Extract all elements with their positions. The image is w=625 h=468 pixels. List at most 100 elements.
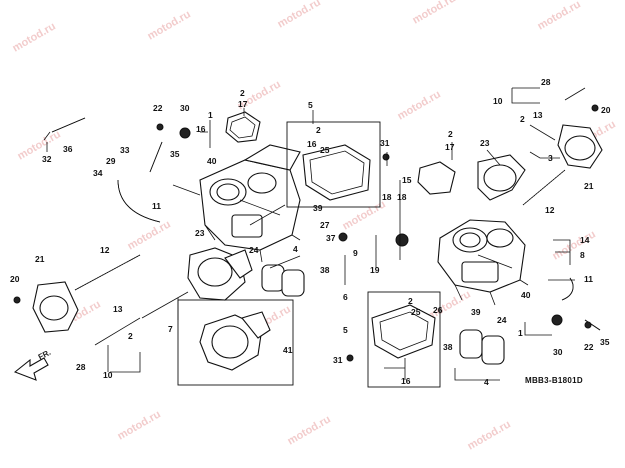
part-number-label: 38 xyxy=(320,265,330,275)
part-number-label: 3 xyxy=(548,153,553,163)
part-number-label: 2 xyxy=(520,114,525,124)
watermark-text: motod.ru xyxy=(411,0,458,27)
part-number-label: 4 xyxy=(484,377,489,387)
part-number-label: 21 xyxy=(584,181,594,191)
part-number-label: 2 xyxy=(448,129,453,139)
part-number-label: 10 xyxy=(493,96,503,106)
part-number-label: 31 xyxy=(333,355,343,365)
watermark-text: motod.ru xyxy=(551,228,598,262)
part-number-label: 22 xyxy=(153,103,163,113)
part-number-label: 39 xyxy=(313,203,323,213)
part-number-label: 41 xyxy=(283,345,293,355)
part-number-label: 22 xyxy=(584,342,594,352)
part-number-label: 6 xyxy=(343,292,348,302)
watermark-text: motod.ru xyxy=(11,20,58,54)
part-number-label: 31 xyxy=(380,138,390,148)
watermark-text: motod.ru xyxy=(396,88,443,122)
part-number-label: 16 xyxy=(401,376,411,386)
part-number-label: 5 xyxy=(308,100,313,110)
part-number-label: 20 xyxy=(601,105,611,115)
part-number-label: 27 xyxy=(320,220,330,230)
part-number-label: 33 xyxy=(120,145,130,155)
part-number-label: 32 xyxy=(42,154,52,164)
part-number-label: 11 xyxy=(584,274,593,284)
part-number-label: 18 xyxy=(382,192,392,202)
part-number-label: 40 xyxy=(521,290,531,300)
part-number-label: 8 xyxy=(580,250,585,260)
diaphragm-41-box xyxy=(177,299,294,386)
part-number-label: 40 xyxy=(207,156,217,166)
watermark-text: motod.ru xyxy=(341,198,388,232)
part-number-label: 14 xyxy=(580,235,590,245)
left-cover-21 xyxy=(32,281,79,333)
part-number-label: 20 xyxy=(10,274,20,284)
part-number-label: 39 xyxy=(471,307,481,317)
float-chamber-5-box xyxy=(367,291,441,388)
part-number-label: 12 xyxy=(545,205,555,215)
part-number-label: 30 xyxy=(180,103,190,113)
part-number-label: 13 xyxy=(113,304,123,314)
diagram-code: MBB3-B1801D xyxy=(525,376,583,385)
front-direction-label: FR. xyxy=(37,348,53,362)
part-number-label: 28 xyxy=(76,362,86,372)
part-number-label: 17 xyxy=(238,99,248,109)
left-carburetor-body xyxy=(199,144,301,263)
rods-screws xyxy=(13,87,599,362)
watermark-text: motod.ru xyxy=(16,128,63,162)
watermark-text: motod.ru xyxy=(126,218,173,252)
part-number-label: 24 xyxy=(249,245,259,255)
part-number-label: 9 xyxy=(353,248,358,258)
part-number-label: 35 xyxy=(600,337,610,347)
part-number-label: 15 xyxy=(402,175,412,185)
part-number-label: 16 xyxy=(196,124,206,134)
right-carburetor-body xyxy=(437,219,529,306)
leader-lines xyxy=(43,87,575,381)
part-number-label: 18 xyxy=(397,192,407,202)
float-4-left xyxy=(261,255,305,297)
part-number-label: 4 xyxy=(293,244,298,254)
watermark-text: motod.ru xyxy=(466,418,513,452)
watermark-text: motod.ru xyxy=(276,0,323,31)
part-number-label: 34 xyxy=(93,168,103,178)
part-number-label: 2 xyxy=(408,296,413,306)
part-number-label: 16 xyxy=(307,139,317,149)
part-number-label: 25 xyxy=(411,307,421,317)
part-number-label: 36 xyxy=(63,144,73,154)
part-number-label: 10 xyxy=(103,370,113,380)
part-number-label: 12 xyxy=(100,245,110,255)
part-number-label: 17 xyxy=(445,142,455,152)
left-diaphragm-23 xyxy=(187,247,253,301)
part-number-label: 23 xyxy=(195,228,205,238)
part-number-label: 5 xyxy=(343,325,348,335)
part-number-label: 7 xyxy=(168,324,173,334)
part-number-label: 23 xyxy=(480,138,490,148)
front-direction-arrow: FR. xyxy=(13,348,53,381)
part-number-label: 2 xyxy=(240,88,245,98)
watermark-text: motod.ru xyxy=(146,8,193,42)
part-number-label: 2 xyxy=(128,331,133,341)
part-number-label: 13 xyxy=(533,110,543,120)
part-number-label: 26 xyxy=(433,305,443,315)
part-number-label: 19 xyxy=(370,265,380,275)
part-number-label: 28 xyxy=(541,77,551,87)
watermark-text: motod.ru xyxy=(116,408,163,442)
part-number-label: 35 xyxy=(170,149,180,159)
springs xyxy=(74,169,566,291)
part-number-label: 21 xyxy=(35,254,45,264)
part-number-label: 25 xyxy=(320,145,330,155)
part-number-label: 37 xyxy=(326,233,336,243)
part-number-label: 24 xyxy=(497,315,507,325)
part-number-label: 2 xyxy=(316,125,321,135)
part-number-label: 29 xyxy=(106,156,116,166)
watermark-text: motod.ru xyxy=(536,0,583,33)
float-4-right xyxy=(459,329,505,365)
part-number-label: 30 xyxy=(553,347,563,357)
part-number-label: 1 xyxy=(518,328,523,338)
part-number-callouts: 32 36 22 30 1 16 40 2 17 33 29 34 35 11 … xyxy=(10,77,611,387)
part-number-label: 1 xyxy=(208,110,213,120)
watermark-text: motod.ru xyxy=(286,413,333,447)
part-number-label: 11 xyxy=(152,201,161,211)
vacuum-chamber-parts xyxy=(225,111,603,208)
part-number-label: 38 xyxy=(443,342,453,352)
